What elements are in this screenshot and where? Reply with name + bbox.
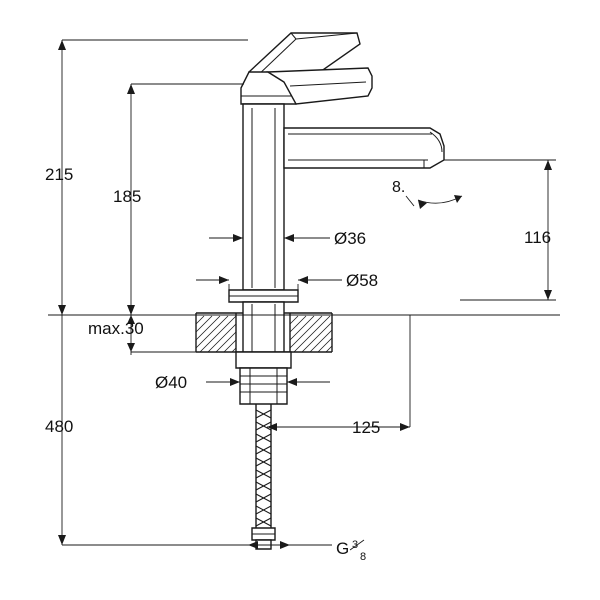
label-max30: max.30 <box>88 319 144 338</box>
base-flange <box>228 289 299 303</box>
dim-116 <box>444 159 556 301</box>
label-116: 116 <box>524 228 551 247</box>
flexible-hose <box>251 404 276 550</box>
dim-215 <box>58 39 248 315</box>
faucet-body-column <box>242 103 285 291</box>
mounting-shank <box>235 301 292 405</box>
label-d36: Ø36 <box>334 229 366 248</box>
dim-185 <box>127 83 244 315</box>
label-d40: Ø40 <box>155 373 187 392</box>
label-thread-numerator: 3 <box>352 539 358 551</box>
label-thread: G 3 8 <box>336 539 366 563</box>
label-480: 480 <box>45 417 73 436</box>
dim-480 <box>58 315 248 546</box>
dim-d40 <box>206 378 330 386</box>
spout <box>283 127 445 169</box>
label-125: 125 <box>352 418 380 437</box>
dim-125 <box>267 315 411 431</box>
thread-leader <box>248 541 332 549</box>
lever-arm <box>265 67 373 105</box>
dim-max30 <box>127 315 196 355</box>
hatch-right <box>289 315 333 353</box>
label-d58: Ø58 <box>346 271 378 290</box>
hatch-left <box>195 315 237 353</box>
dimension-lines <box>48 39 560 549</box>
hose-braid <box>255 409 272 527</box>
faucet-geometry <box>195 32 445 550</box>
label-angle: 8. <box>392 179 405 196</box>
counter-deck-section <box>195 312 333 353</box>
label-215: 215 <box>45 165 73 184</box>
dimension-labels: 215 185 480 116 Ø36 Ø58 max.30 Ø40 125 8… <box>45 165 551 563</box>
label-185: 185 <box>113 187 141 206</box>
label-thread-main: G <box>336 539 349 558</box>
dim-d58 <box>196 276 342 292</box>
label-thread-denominator: 8 <box>360 551 366 563</box>
dim-d36 <box>209 234 330 242</box>
swivel-angle-marker <box>405 195 463 209</box>
